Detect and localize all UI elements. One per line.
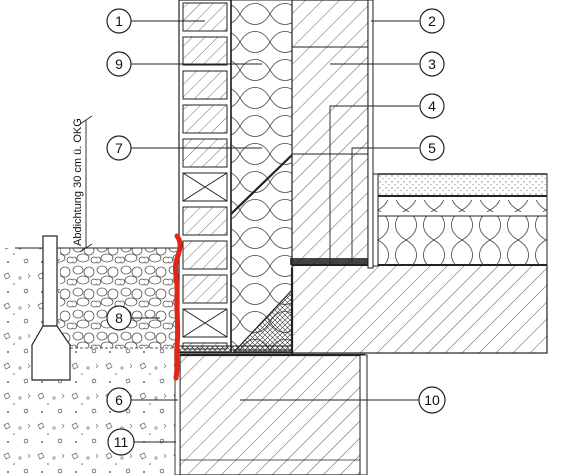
- callout-10: 10: [418, 386, 446, 414]
- callout-7: 7: [106, 135, 132, 161]
- wall-insulation: [230, 0, 293, 351]
- waterproofing-membrane: [172, 233, 183, 381]
- ground-soil: [0, 247, 178, 475]
- callout-2-number: 2: [428, 13, 436, 29]
- inner-concrete-wall: [290, 0, 374, 269]
- callout-2: 2: [419, 8, 445, 34]
- callout-5: 5: [419, 135, 445, 161]
- callout-11: 11: [107, 428, 135, 456]
- waterproofing-height-label: Abdichtung 30 cm ü. OKG: [72, 118, 84, 246]
- brick-course: [182, 104, 228, 134]
- callout-11-number: 11: [114, 434, 129, 450]
- callout-10-number: 10: [424, 392, 440, 408]
- callout-4: 4: [419, 93, 445, 119]
- callout-9-number: 9: [115, 56, 123, 72]
- brick-facing-wall: [178, 0, 232, 353]
- callout-3: 3: [419, 51, 445, 77]
- foundation-slab: [179, 353, 368, 475]
- gravel-layer: [60, 248, 178, 348]
- waterproofing-height-dimension: Abdichtung 30 cm ü. OKG: [72, 115, 93, 253]
- brick-cavity-cross: [182, 308, 228, 338]
- edge-post: [31, 235, 71, 381]
- callout-4-number: 4: [428, 98, 436, 114]
- callout-1: 1: [106, 8, 132, 34]
- wall-base-plate: [178, 345, 293, 354]
- callout-8: 8: [106, 305, 132, 331]
- callout-6: 6: [106, 387, 132, 413]
- callout-5-number: 5: [428, 140, 436, 156]
- floor-buildup: [371, 173, 548, 267]
- brick-course: [182, 2, 228, 32]
- leader-lines: [131, 20, 419, 443]
- callout-9: 9: [106, 51, 132, 77]
- callout-1-number: 1: [115, 13, 123, 29]
- brick-course: [182, 206, 228, 236]
- brick-cavity-cross: [182, 172, 228, 202]
- callout-8-number: 8: [115, 310, 123, 326]
- callout-6-number: 6: [115, 392, 123, 408]
- brick-course: [182, 138, 228, 168]
- brick-course: [182, 274, 228, 304]
- brick-course: [182, 70, 228, 100]
- callout-7-number: 7: [115, 140, 123, 156]
- brick-course: [182, 240, 228, 270]
- brick-course: [182, 36, 228, 66]
- floor-slab: [291, 264, 548, 354]
- callout-3-number: 3: [428, 56, 436, 72]
